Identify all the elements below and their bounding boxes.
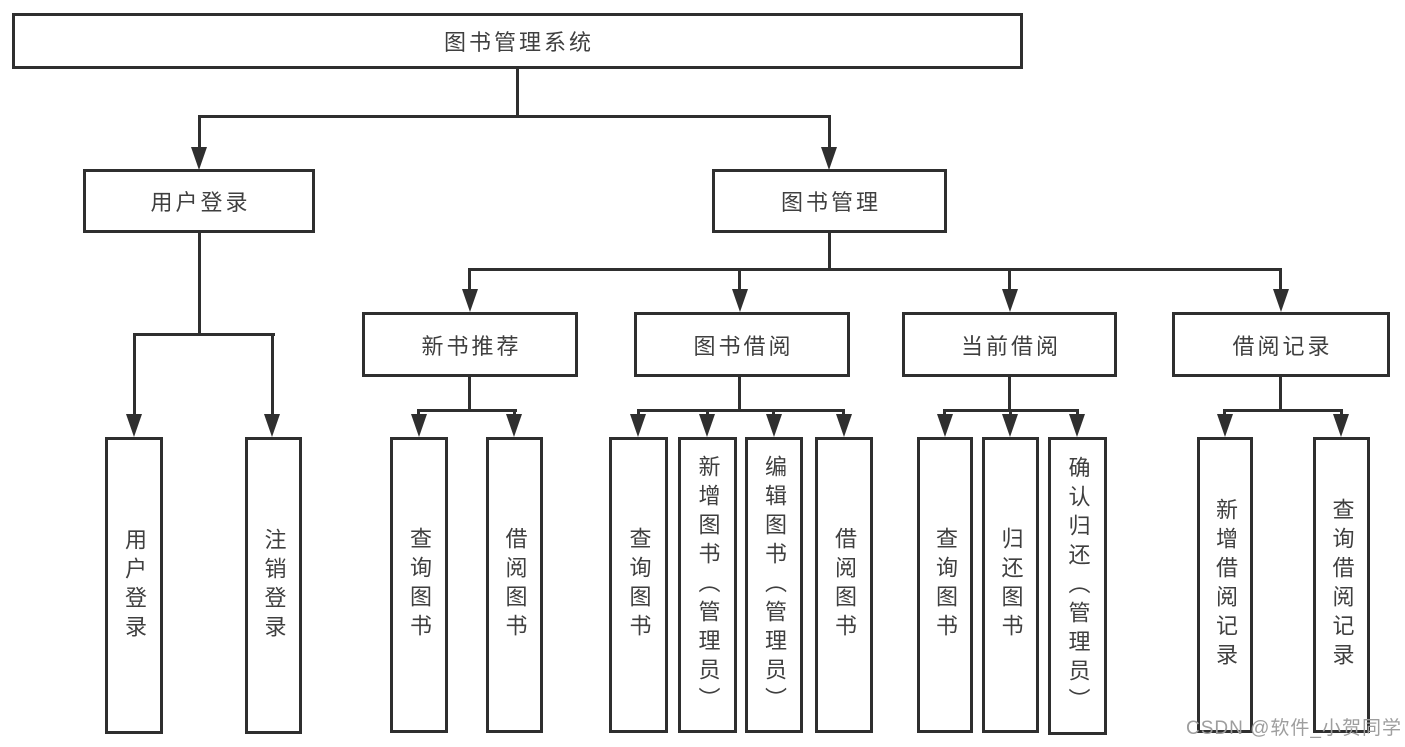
node-library-management-system: 图书管理系统 xyxy=(12,13,1023,69)
connector-line xyxy=(1340,409,1343,418)
connector-line xyxy=(1279,377,1282,412)
leaf-borrow-books-newbook: 借阅图书 xyxy=(486,437,543,733)
leaf-add-books-admin: 新增图书（管理员） xyxy=(678,437,737,733)
connector-line xyxy=(772,409,775,418)
connector-line xyxy=(637,409,845,412)
connector-line xyxy=(198,233,201,336)
connector-line xyxy=(271,333,274,417)
node-book-borrowing: 图书借阅 xyxy=(634,312,850,377)
arrowhead-down-icon xyxy=(462,289,478,312)
leaf-query-books-current: 查询图书 xyxy=(917,437,973,733)
arrowhead-down-icon xyxy=(766,414,782,437)
csdn-watermark: CSDN @软件_小贺同学 xyxy=(1186,718,1402,739)
leaf-confirm-return-admin: 确认归还（管理员） xyxy=(1048,437,1107,735)
arrowhead-down-icon xyxy=(126,414,142,437)
connector-line xyxy=(417,409,420,418)
arrowhead-down-icon xyxy=(1069,414,1085,437)
connector-line xyxy=(418,409,517,412)
connector-line xyxy=(706,409,709,418)
arrowhead-down-icon xyxy=(836,414,852,437)
arrowhead-down-icon xyxy=(1002,414,1018,437)
connector-line xyxy=(828,233,831,270)
connector-line xyxy=(198,115,201,149)
node-new-book-recommend: 新书推荐 xyxy=(362,312,578,377)
connector-line xyxy=(1076,409,1079,418)
leaf-query-books-borrow: 查询图书 xyxy=(609,437,668,733)
connector-line xyxy=(198,115,831,118)
arrowhead-down-icon xyxy=(1217,414,1233,437)
node-borrowing-records: 借阅记录 xyxy=(1172,312,1390,377)
arrowhead-down-icon xyxy=(699,414,715,437)
connector-line xyxy=(468,377,471,412)
leaf-query-borrow-record: 查询借阅记录 xyxy=(1313,437,1370,733)
connector-line xyxy=(738,377,741,412)
connector-line xyxy=(133,333,136,417)
arrowhead-down-icon xyxy=(1273,289,1289,312)
connector-line xyxy=(1008,377,1011,412)
leaf-logout: 注销登录 xyxy=(245,437,302,734)
connector-line xyxy=(468,268,1282,271)
arrowhead-down-icon xyxy=(191,147,207,170)
connector-line xyxy=(943,409,946,418)
connector-line xyxy=(637,409,640,418)
node-book-management-branch: 图书管理 xyxy=(712,169,947,233)
connector-line xyxy=(1224,409,1343,412)
connector-line xyxy=(842,409,845,418)
leaf-query-books-newbook: 查询图书 xyxy=(390,437,448,733)
arrowhead-down-icon xyxy=(506,414,522,437)
connector-line xyxy=(738,268,741,292)
arrowhead-down-icon xyxy=(821,147,837,170)
leaf-return-books: 归还图书 xyxy=(982,437,1039,733)
connector-line xyxy=(1009,409,1012,418)
arrowhead-down-icon xyxy=(1333,414,1349,437)
leaf-user-login: 用户登录 xyxy=(105,437,163,734)
arrowhead-down-icon xyxy=(630,414,646,437)
connector-line xyxy=(1008,268,1011,292)
node-current-borrowing: 当前借阅 xyxy=(902,312,1117,377)
node-user-login-branch: 用户登录 xyxy=(83,169,315,233)
arrowhead-down-icon xyxy=(937,414,953,437)
leaf-edit-books-admin: 编辑图书（管理员） xyxy=(745,437,803,733)
connector-line xyxy=(1279,268,1282,292)
arrowhead-down-icon xyxy=(1002,289,1018,312)
leaf-add-borrow-record: 新增借阅记录 xyxy=(1197,437,1253,733)
connector-line xyxy=(828,115,831,149)
arrowhead-down-icon xyxy=(732,289,748,312)
connector-line xyxy=(516,69,519,118)
arrowhead-down-icon xyxy=(411,414,427,437)
connector-line xyxy=(468,268,471,292)
connector-line xyxy=(513,409,516,418)
connector-line xyxy=(1223,409,1226,418)
arrowhead-down-icon xyxy=(264,414,280,437)
connector-line xyxy=(133,333,275,336)
leaf-borrow-books-borrow: 借阅图书 xyxy=(815,437,873,733)
